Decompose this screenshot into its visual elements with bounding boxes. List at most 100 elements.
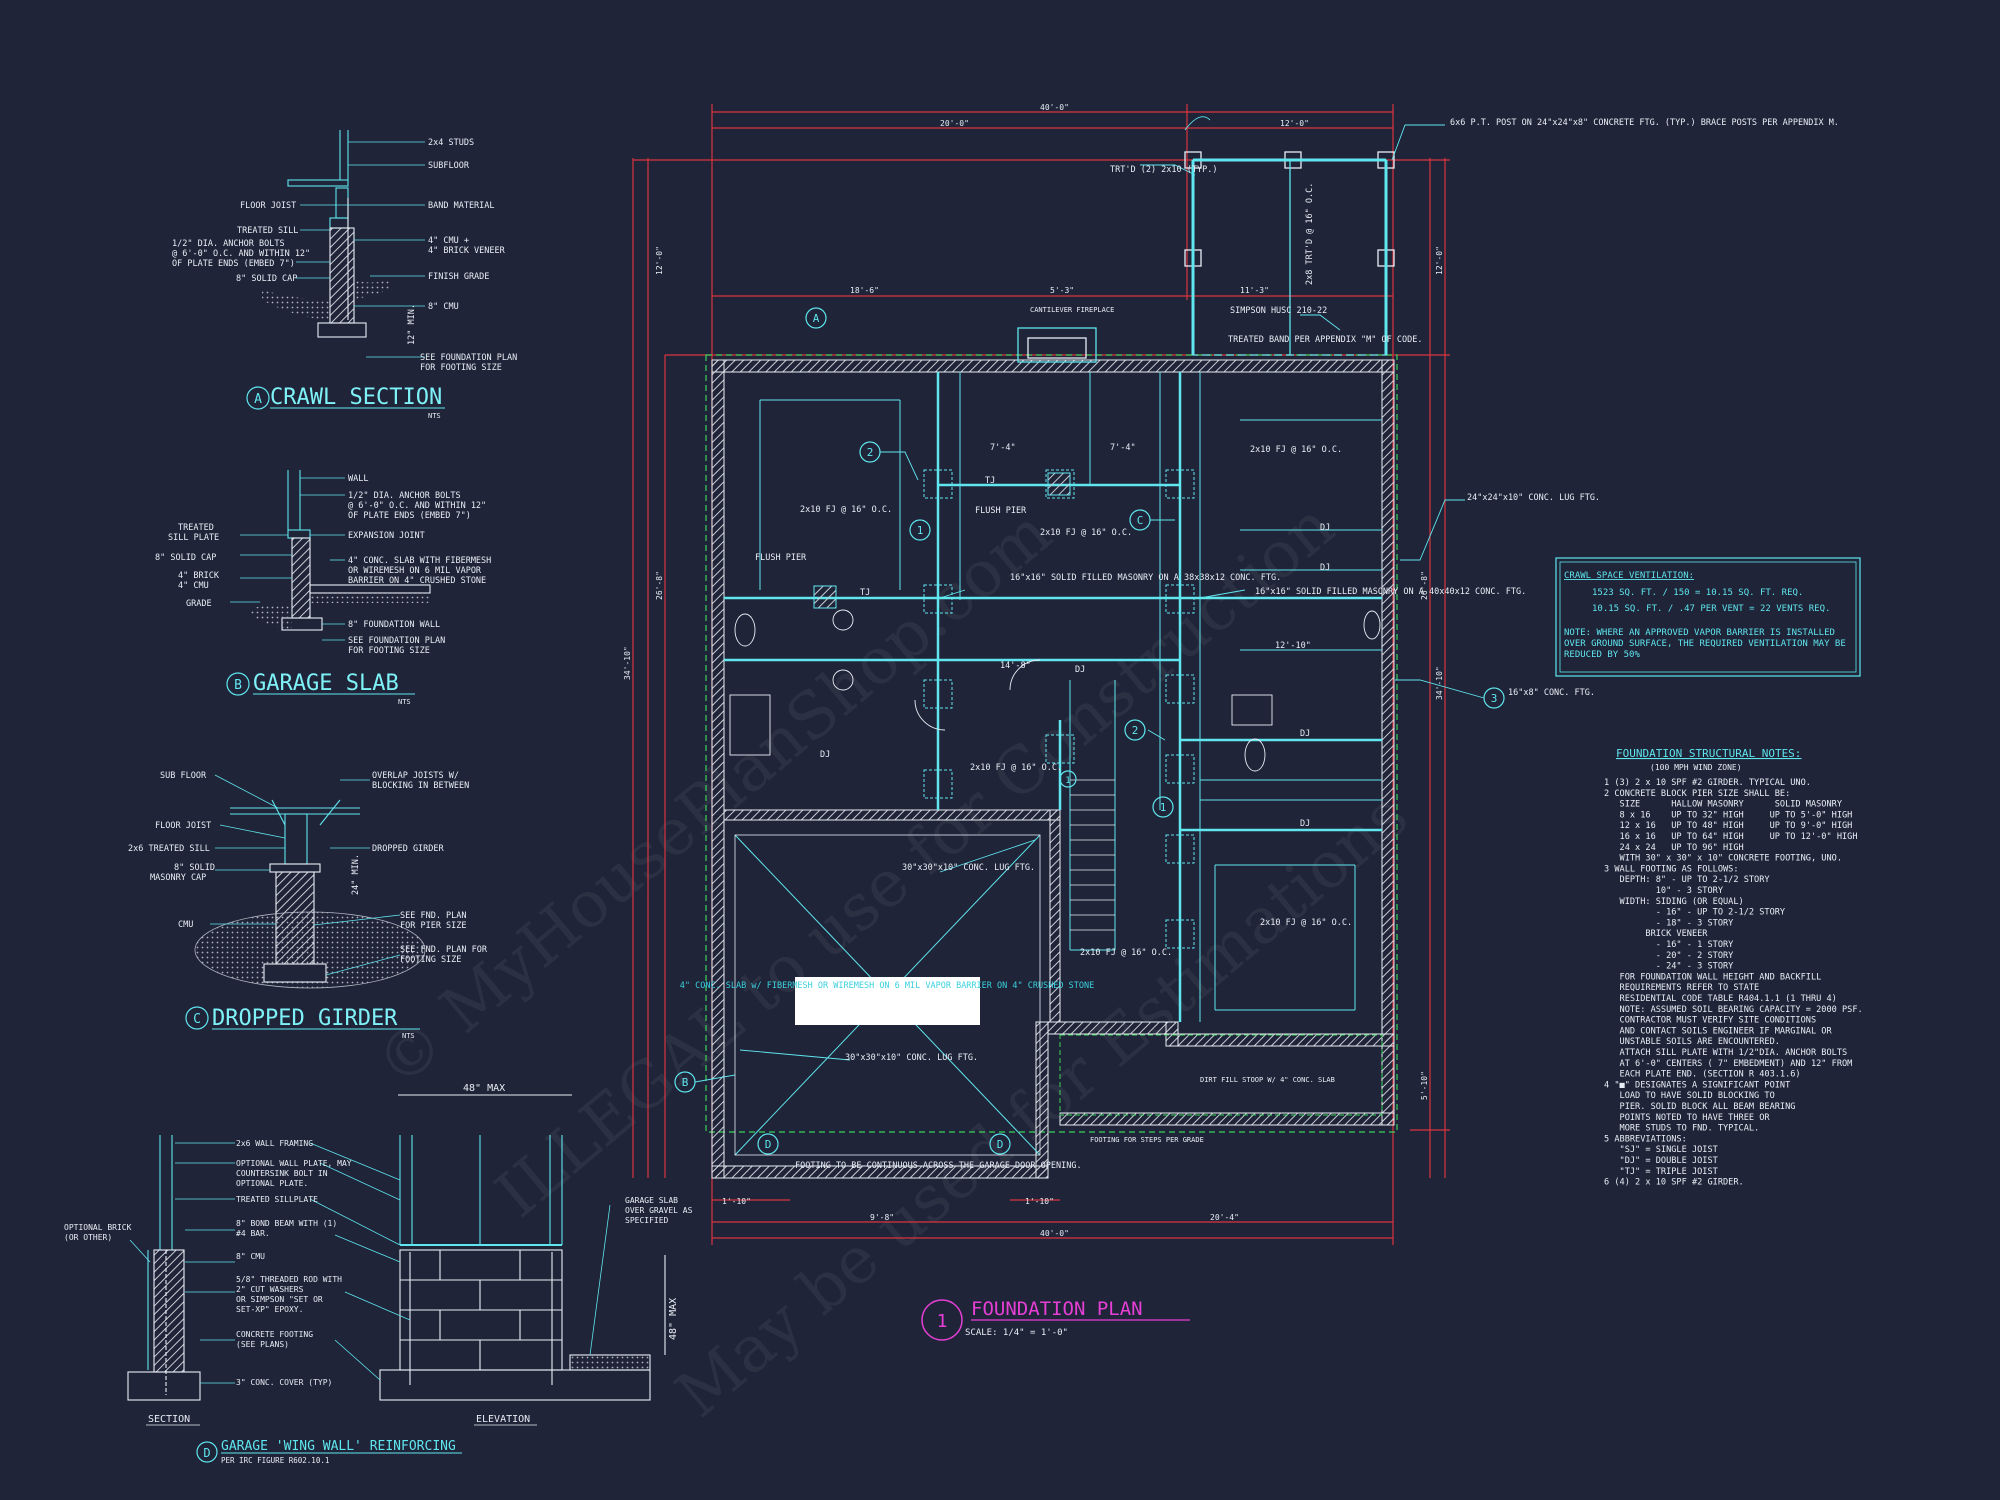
a-nts: NTS [428,412,441,420]
a-label-14: SEE FOUNDATION PLAN [420,353,517,363]
d-max-side: 48" MAX [668,1298,679,1340]
note-line: 12 x 16 UP TO 48" HIGH UP TO 9'-0" HIGH [1604,821,1852,831]
stair [1070,779,1115,931]
post-note: 6x6 P.T. POST ON 24"x24"x8" CONCRETE FTG… [1450,118,1839,128]
note-line: WITH 30" x 30" x 10" CONCRETE FOOTING, U… [1604,854,1842,864]
cantilever-note: CANTILEVER FIREPLACE [1030,306,1114,314]
d-section-label: SECTION [148,1414,190,1425]
detail-b-garage-slab: WALL 1/2" DIA. ANCHOR BOLTS @ 6'-0" O.C.… [155,470,491,706]
tj-1: TJ [985,476,995,486]
note-line: 5 ABBREVIATIONS: [1604,1134,1687,1144]
watermark: © MyHousePlanShop.com ILLEGAL to use for… [363,489,1422,1432]
piers [923,469,1195,949]
d-label-10: OR SIMPSON "SET OR [236,1295,323,1304]
d-tag: D [203,1446,210,1460]
notes-subtitle: (100 MPH WIND ZONE) [1650,763,1742,772]
lug-note-1: 30"x30"x10" CONC. LUG FTG. [902,863,1035,873]
fireplace [1017,327,1097,363]
c-tag: C [193,1012,201,1027]
dim-14ft: 14'-8" [1000,661,1031,671]
a-label-0: 2x4 STUDS [428,138,474,148]
slab-note-text: 4" CONC. SLAB w/ FIBERMESH OR WIREMESH O… [680,981,1095,991]
note-line: POINTS NOTED TO HAVE THREE OR [1604,1113,1770,1123]
dim-18ft: 18'-6" [850,286,879,295]
note-line: UNSTABLE SOILS ARE ENCOUNTERED. [1604,1037,1780,1047]
tag-2: 2 [867,446,874,459]
lug-right-note: 24"x24"x10" CONC. LUG FTG. [1467,493,1600,503]
note-line: PIER. SOLID BLOCK ALL BEAM BEARING [1604,1102,1795,1112]
note-line: LOAD TO HAVE SOLID BLOCKING TO [1604,1091,1775,1101]
footing-cont-note: FOOTING TO BE CONTINUOUS ACROSS THE GARA… [795,1161,1082,1171]
note-line: CONTRACTOR MUST VERIFY SITE CONDITIONS [1604,1016,1816,1026]
tag-1c: 1 [1065,776,1070,786]
dim-12ft: 12'-0" [1280,119,1309,128]
b-label-10: BARRIER ON 4" CRUSHED STONE [348,576,486,586]
d-subtitle: PER IRC FIGURE R602.10.1 [221,1456,329,1465]
dim-7ft-b: 7'-4" [1110,443,1136,453]
detail-a-crawl-section: 2x4 STUDS SUBFLOOR FLOOR JOIST BAND MATE… [172,130,517,420]
d-label-14: 3" CONC. COVER (TYP) [236,1378,332,1387]
plan-number: 1 [937,1311,948,1332]
notes-title: FOUNDATION STRUCTURAL NOTES: [1616,747,1801,760]
structural-notes: FOUNDATION STRUCTURAL NOTES: (100 MPH WI… [1604,747,1863,1188]
dim-5ft-r: 5'-10" [1420,1071,1429,1100]
fj-1: 2x10 FJ @ 16" O.C. [800,505,892,515]
masonry-note-1: 16"x16" SOLID FILLED MASONRY ON A 38x38x… [1010,573,1281,583]
plan-title-circle [921,1299,963,1341]
a-label-9: 4" BRICK VENEER [428,246,506,256]
dim-1ft: 1'-10" [722,1197,751,1206]
b-label-9: OR WIREMESH ON 6 MIL VAPOR [348,566,482,576]
footing-steps-note: FOOTING FOR STEPS PER GRADE [1090,1136,1204,1144]
b-tag: B [234,678,242,693]
dim-7ft-a: 7'-4" [990,443,1016,453]
dim-bottom: 40'-0" [1040,1229,1069,1238]
b-nts: NTS [398,698,411,706]
d-label-3: OPTIONAL PLATE. [236,1179,308,1188]
b-label-4: TREATED [178,523,214,533]
d-title: GARAGE 'WING WALL' REINFORCING [221,1439,456,1454]
crawl-vent-line2: 10.15 SQ. FT. / .47 PER VENT = 22 VENTS … [1592,604,1830,614]
tag-d2: D [997,1138,1004,1151]
a-label-5: 1/2" DIA. ANCHOR BOLTS [172,239,285,249]
note-line: DEPTH: 8" - UP TO 2-1/2 STORY [1604,875,1770,885]
a-label-8: 4" CMU + [428,236,469,246]
note-line: FOR FOUNDATION WALL HEIGHT AND BACKFILL [1604,972,1821,982]
tag-d1: D [765,1138,772,1151]
note-line: 8 x 16 UP TO 32" HIGH UP TO 5'-0" HIGH [1604,810,1852,820]
note-line: AT 6'-0" CENTERS ( 7" EMBEDMENT) AND 12"… [1604,1059,1852,1069]
dimension-texts: 40'-0" 20'-0" 12'-0" 18'-6" 5'-3" 11'-3"… [623,103,1444,1238]
note-line: - 24" - 3 STORY [1604,962,1734,972]
tag-1c-circle [1059,770,1077,788]
d-label-13: (SEE PLANS) [236,1340,289,1349]
tag-1b: 1 [1160,801,1167,814]
d-label-15: OPTIONAL BRICK [64,1223,132,1232]
dim-1ft-b: 1'-10" [1025,1197,1054,1206]
a-tag: A [254,392,262,407]
b-label-3: OF PLATE ENDS (EMBED 7") [348,511,471,521]
c-label-2: BLOCKING IN BETWEEN [372,781,469,791]
note-line: - 20" - 2 STORY [1604,951,1734,961]
crawl-vent-title: CRAWL SPACE VENTILATION: [1564,571,1694,581]
d-label-11: SET-XP" EPOXY. [236,1305,303,1314]
a-label-15: FOR FOOTING SIZE [420,363,502,373]
lug-note-2: 30"x30"x10" CONC. LUG FTG. [845,1053,978,1063]
footing-outline [705,354,1398,1133]
note-line: WIDTH: SIDING (OR EQUAL) [1604,897,1744,907]
foundation-walls [711,359,1395,1179]
tag-3: 3 [1491,692,1498,705]
plan-tag-letters: A 2 1 C 2 1 1 B D D 3 [682,312,1498,1151]
note-line: BRICK VENEER [1604,929,1708,939]
treated-band-note: TREATED BAND PER APPENDIX "M" OF CODE. [1228,335,1422,345]
c-nts: NTS [402,1032,415,1040]
fj-6: 2x10 FJ @ 16" O.C. [1260,918,1352,928]
dj-4: DJ [1300,819,1310,829]
c-label-10: SEE FND. PLAN [400,911,467,921]
plan-scale: SCALE: 1/4" = 1'-0" [965,1328,1068,1338]
a-label-4: TREATED SILL [237,226,298,236]
tag-a: A [813,312,820,325]
stoop-outline [1059,1034,1383,1116]
a-label-12: 8" CMU [428,302,459,312]
detail-d-wing-wall: 2x6 WALL FRAMING OPTIONAL WALL PLATE, MA… [64,1083,693,1465]
dj-6: DJ [820,750,830,760]
dim-top: 40'-0" [1040,103,1069,112]
